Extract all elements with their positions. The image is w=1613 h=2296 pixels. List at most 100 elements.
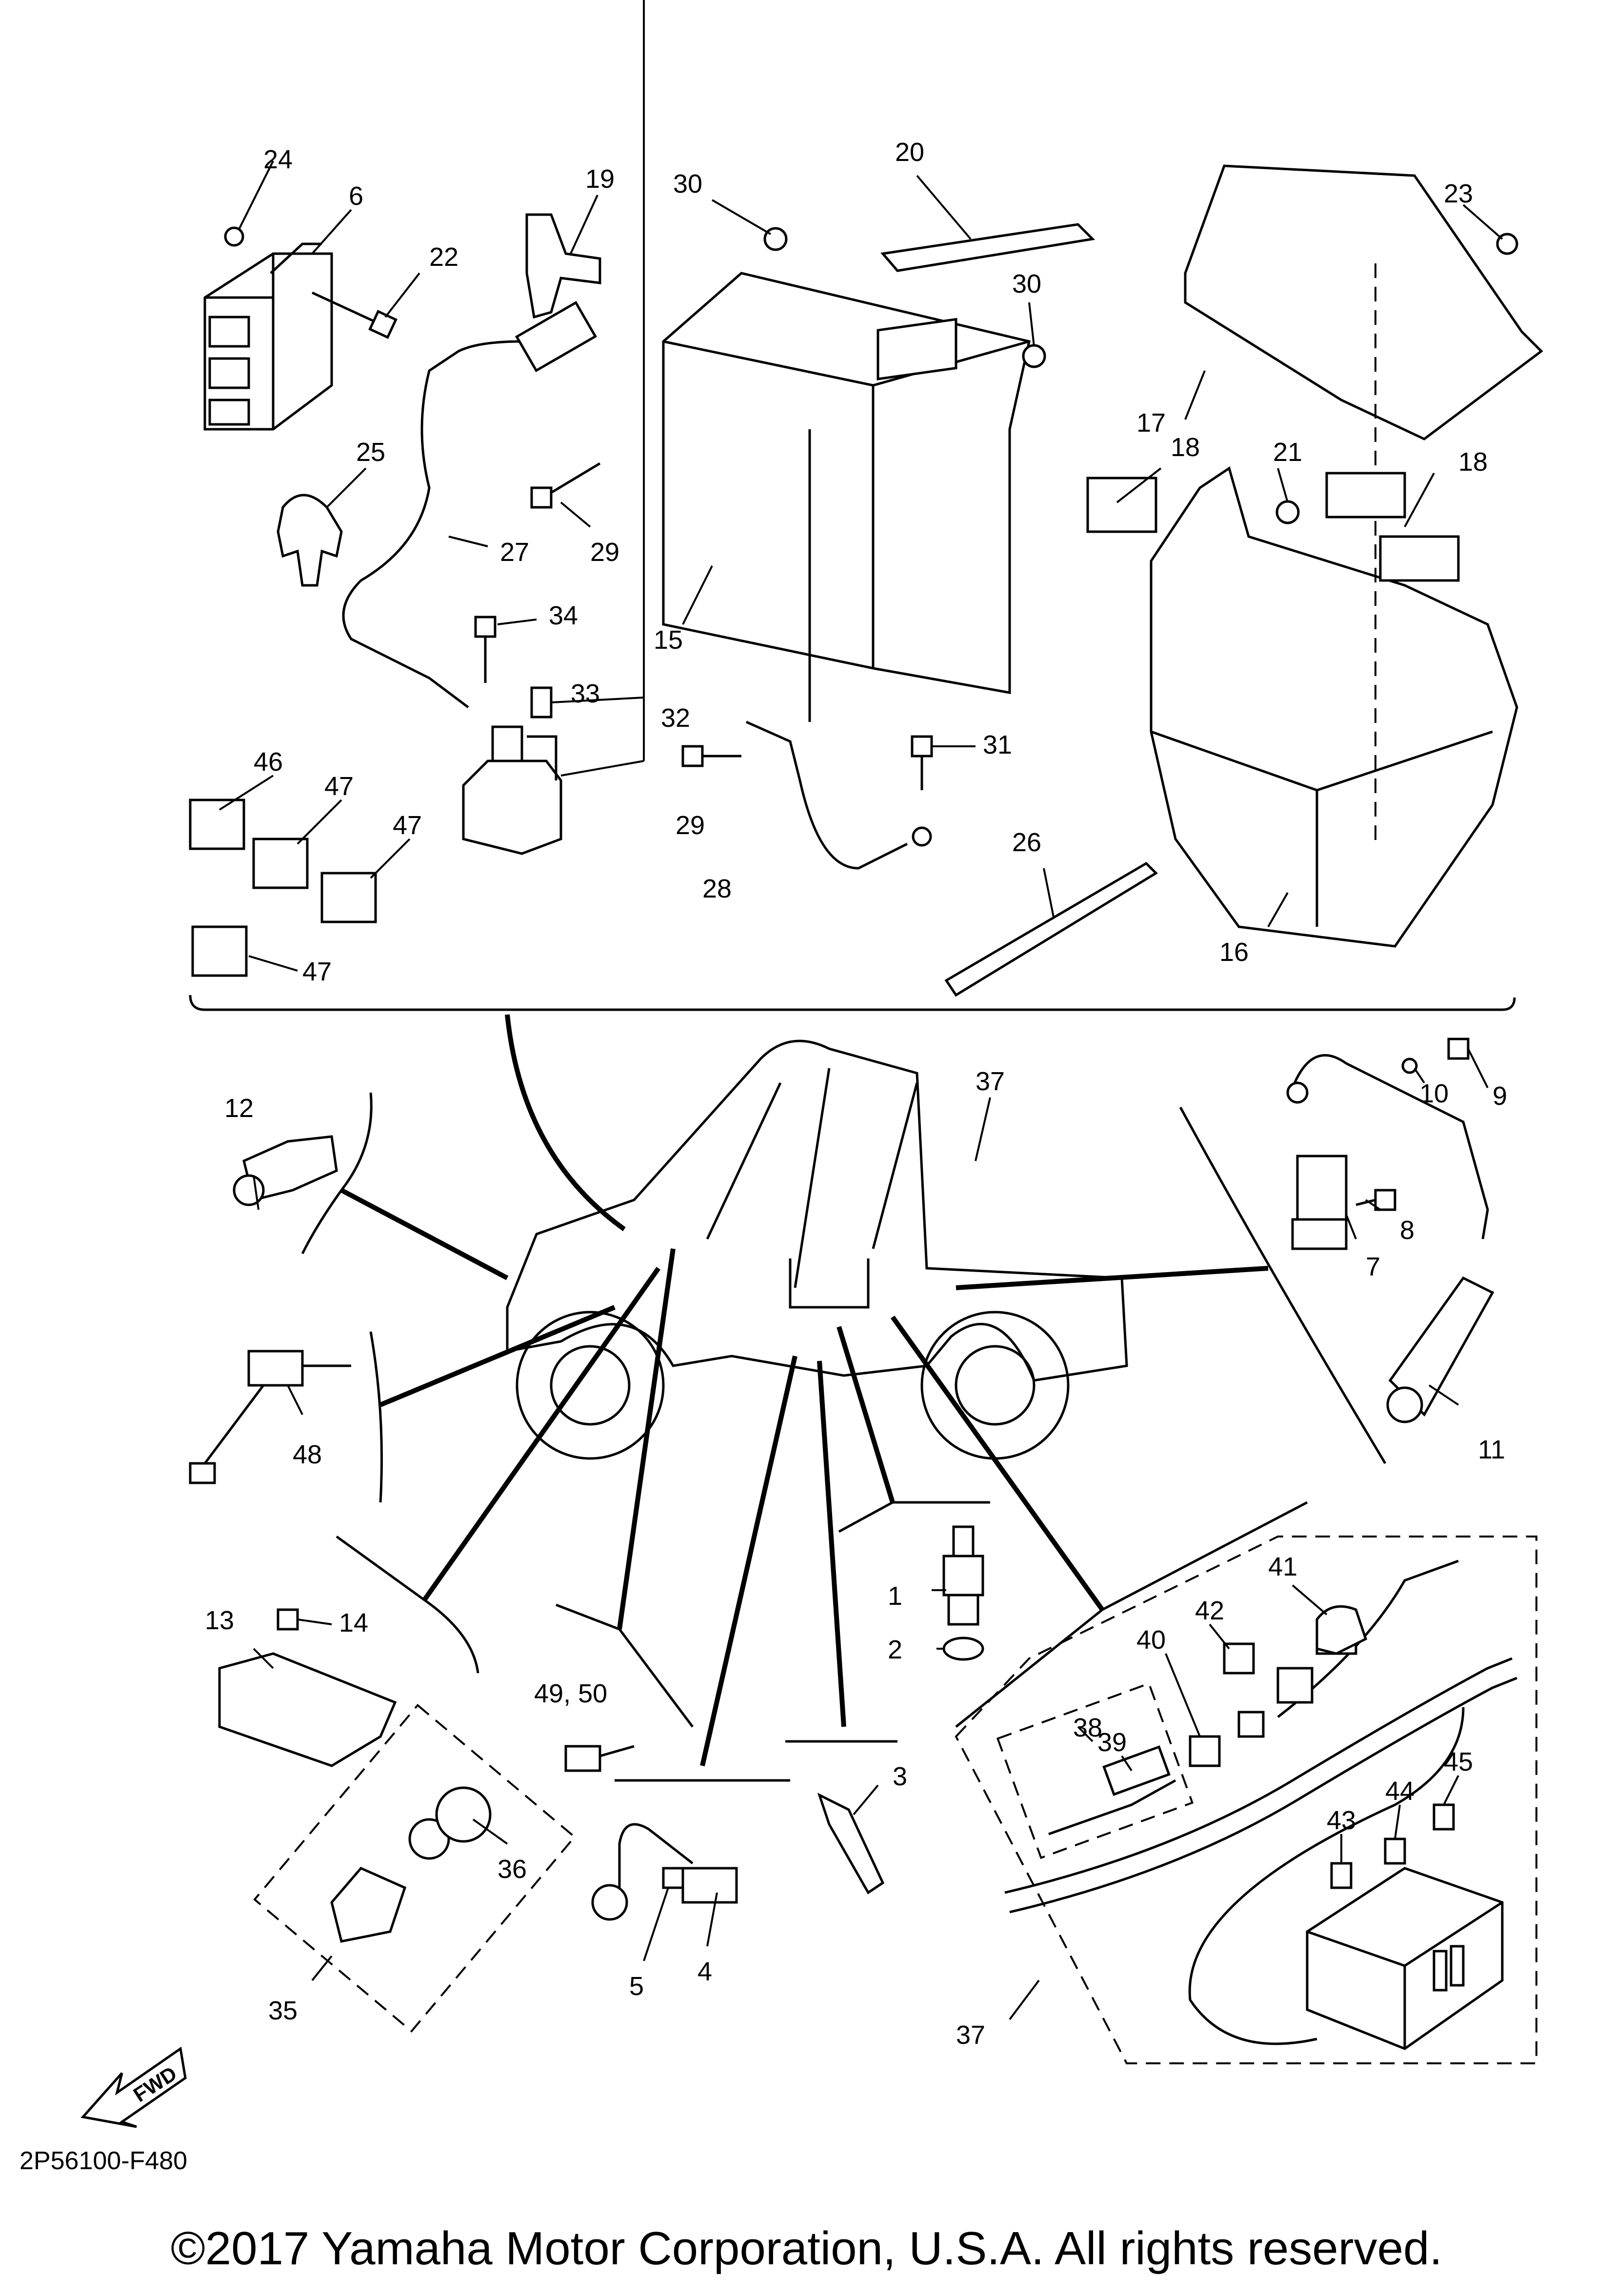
label-41: 41	[1268, 1552, 1297, 1581]
connector-47-c	[191, 925, 248, 977]
cable-27	[342, 340, 522, 708]
label-48: 48	[293, 1440, 322, 1469]
nut-30-b	[1022, 344, 1046, 368]
gasket-2	[942, 1637, 984, 1661]
label-15: 15	[654, 625, 683, 655]
label-18-a: 18	[1171, 433, 1200, 462]
label-9: 9	[1493, 1081, 1507, 1111]
label-25: 25	[356, 438, 385, 467]
label-26: 26	[1012, 828, 1041, 857]
battery-terminal-cap	[515, 300, 597, 373]
spark-plug-3	[817, 1793, 885, 1895]
leader-3	[817, 1360, 846, 1727]
label-27: 27	[500, 538, 529, 567]
bolt-14	[277, 1608, 299, 1631]
leader-4	[700, 1355, 797, 1767]
cable-28	[745, 720, 908, 870]
leader-upper-group	[505, 1014, 626, 1232]
label-2: 2	[888, 1635, 902, 1664]
label-20: 20	[895, 138, 924, 167]
diagram-code: 2P56100-F480	[20, 2147, 188, 2175]
label-39: 39	[1097, 1728, 1127, 1757]
fuse-45	[1433, 1803, 1455, 1831]
washer-10	[1401, 1058, 1418, 1074]
ecu-unit	[203, 242, 333, 431]
relay-40-b	[1237, 1711, 1265, 1738]
fuse-43	[1330, 1862, 1353, 1889]
key-49-50	[564, 1745, 635, 1772]
bolt-29-a	[681, 745, 704, 767]
fuse-box	[1306, 1867, 1504, 2050]
sensor-4-and-bolt-5	[591, 1823, 738, 1921]
label-10: 10	[1419, 1079, 1449, 1108]
leader-1	[836, 1326, 895, 1503]
clip-25	[277, 494, 343, 587]
fuse-44	[1384, 1837, 1406, 1865]
leader-7	[956, 1266, 1269, 1290]
relay-42-b	[1276, 1667, 1314, 1704]
grommet-24	[224, 226, 244, 247]
bolt-22	[311, 291, 398, 339]
relay-42	[1223, 1642, 1255, 1675]
label-40: 40	[1136, 1625, 1166, 1655]
label-23: 23	[1444, 179, 1473, 208]
label-29-b: 29	[676, 811, 705, 840]
connector-47-b	[320, 872, 377, 923]
label-4: 4	[697, 1957, 712, 1986]
label-47-b: 47	[393, 811, 422, 840]
label-44: 44	[1385, 1777, 1414, 1806]
label-21: 21	[1273, 438, 1302, 467]
label-47-c: 47	[302, 957, 332, 986]
bracket-1	[838, 1501, 990, 1533]
label-1: 1	[888, 1581, 902, 1611]
rectifier-13	[218, 1652, 397, 1767]
sensor-12	[233, 1135, 338, 1206]
label-12: 12	[224, 1094, 254, 1123]
fwd-arrow-icon: FWD	[80, 2046, 187, 2128]
spark-plug-1	[942, 1525, 984, 1626]
group-37-box	[955, 1536, 1537, 2064]
label-8: 8	[1400, 1216, 1414, 1245]
ignition-coil-7	[1286, 1054, 1489, 1250]
bracket-49	[556, 1603, 694, 1728]
bolt-29-b	[530, 486, 553, 509]
label-37-a: 37	[976, 1067, 1005, 1096]
label-18-b: 18	[1458, 447, 1488, 477]
label-30-a: 30	[673, 169, 702, 199]
battery-strap-20	[880, 223, 1095, 272]
label-17: 17	[1136, 408, 1166, 438]
bracket-12	[301, 1092, 373, 1255]
bolt-34	[474, 616, 497, 638]
battery	[662, 272, 1031, 694]
starter-relay	[462, 725, 562, 855]
switch-35	[330, 1786, 492, 1943]
label-24: 24	[263, 145, 293, 174]
label-5: 5	[629, 1972, 644, 2001]
label-49-50: 49, 50	[534, 1679, 607, 1708]
connector-41	[1315, 1605, 1368, 1655]
label-22: 22	[429, 242, 458, 272]
battery-cover	[1184, 164, 1543, 440]
bolt-21	[1275, 500, 1300, 524]
leader-48	[379, 1305, 616, 1407]
pad-18-b	[1325, 472, 1406, 519]
battery-box	[1150, 466, 1518, 948]
label-11: 11	[1478, 1435, 1505, 1464]
label-19: 19	[585, 164, 615, 194]
group-38-box	[996, 1682, 1194, 1859]
label-43: 43	[1327, 1806, 1356, 1835]
label-32: 32	[661, 703, 690, 733]
label-42: 42	[1195, 1596, 1224, 1625]
leader-lines	[219, 0, 1503, 2020]
copyright-notice: ©2017 Yamaha Motor Corporation, U.S.A. A…	[170, 2222, 1443, 2275]
label-3: 3	[893, 1762, 907, 1791]
plug-cap-11	[1386, 1276, 1494, 1423]
pad-18-c	[1379, 535, 1460, 582]
label-36: 36	[498, 1855, 527, 1884]
part-numbers: 24 6 22 19 30 20 30 23 17 18 21 18 25 27…	[205, 138, 1507, 2050]
group-35-box	[253, 1704, 576, 2033]
upper-group-bracket	[189, 995, 1516, 1011]
fuse-33	[530, 686, 553, 719]
label-29-a: 29	[590, 538, 619, 567]
label-30-b: 30	[1012, 269, 1041, 299]
